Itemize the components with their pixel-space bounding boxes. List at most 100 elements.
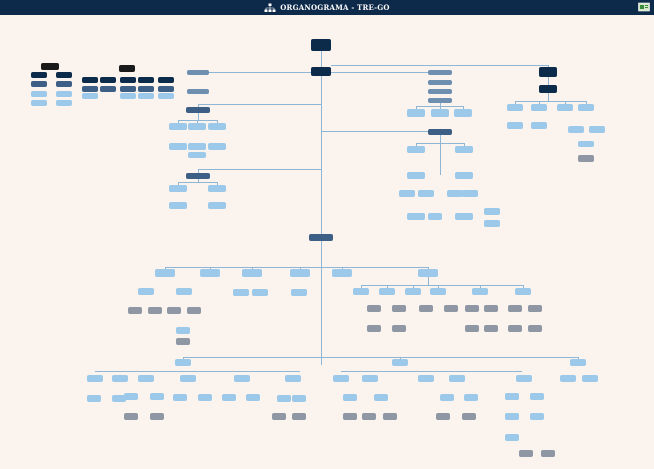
org-unit-box[interactable] xyxy=(56,91,72,97)
org-unit-box[interactable] xyxy=(188,123,206,130)
org-unit-box[interactable] xyxy=(455,146,473,153)
org-unit-box[interactable] xyxy=(292,395,306,402)
org-unit-box[interactable] xyxy=(128,307,142,314)
org-unit-box[interactable] xyxy=(176,327,190,334)
org-unit-box[interactable] xyxy=(508,305,522,312)
org-unit-box[interactable] xyxy=(505,413,519,420)
org-unit-box[interactable] xyxy=(169,185,187,192)
org-unit-box[interactable] xyxy=(169,143,187,150)
org-unit-box[interactable] xyxy=(150,413,164,420)
org-unit-box[interactable] xyxy=(234,375,250,382)
org-unit-box[interactable] xyxy=(124,393,138,400)
org-unit-box[interactable] xyxy=(392,305,406,312)
org-unit-box[interactable] xyxy=(198,394,212,401)
org-unit-box[interactable] xyxy=(208,123,226,130)
org-unit-box[interactable] xyxy=(539,67,557,77)
org-unit-box[interactable] xyxy=(367,305,381,312)
org-unit-box[interactable] xyxy=(449,375,465,382)
org-unit-box[interactable] xyxy=(31,72,47,78)
org-unit-box[interactable] xyxy=(484,305,498,312)
org-unit-box[interactable] xyxy=(392,359,408,366)
org-unit-box[interactable] xyxy=(176,288,192,295)
org-unit-box[interactable] xyxy=(405,288,421,295)
org-unit-box[interactable] xyxy=(138,288,154,295)
org-unit-box[interactable] xyxy=(428,70,452,75)
org-unit-box[interactable] xyxy=(505,393,519,400)
org-unit-box[interactable] xyxy=(82,77,98,83)
org-unit-box[interactable] xyxy=(175,359,191,366)
org-unit-box[interactable] xyxy=(418,190,434,197)
org-unit-box[interactable] xyxy=(120,86,136,92)
org-unit-box[interactable] xyxy=(353,288,369,295)
org-unit-box[interactable] xyxy=(208,143,226,150)
org-unit-box[interactable] xyxy=(407,213,425,220)
org-unit-box[interactable] xyxy=(155,269,175,277)
org-unit-box[interactable] xyxy=(507,104,523,111)
org-unit-box[interactable] xyxy=(428,80,452,85)
org-unit-box[interactable] xyxy=(541,450,555,457)
org-unit-box[interactable] xyxy=(343,394,357,401)
root-unit-box[interactable] xyxy=(311,39,331,51)
org-unit-box[interactable] xyxy=(56,72,72,78)
org-unit-box[interactable] xyxy=(188,152,206,158)
org-unit-box[interactable] xyxy=(539,85,557,93)
org-unit-box[interactable] xyxy=(531,122,547,129)
org-unit-box[interactable] xyxy=(530,393,544,400)
org-unit-box[interactable] xyxy=(530,413,544,420)
org-unit-box[interactable] xyxy=(464,394,478,401)
org-unit-box[interactable] xyxy=(508,325,522,332)
org-unit-box[interactable] xyxy=(56,100,72,106)
org-unit-box[interactable] xyxy=(454,109,472,117)
org-unit-box[interactable] xyxy=(444,305,458,312)
org-unit-box[interactable] xyxy=(515,288,531,295)
org-unit-box[interactable] xyxy=(428,213,442,220)
org-unit-box[interactable] xyxy=(87,395,101,402)
org-unit-box[interactable] xyxy=(528,305,542,312)
org-unit-box[interactable] xyxy=(87,375,103,382)
org-unit-box[interactable] xyxy=(484,325,498,332)
panel-icon[interactable] xyxy=(638,2,650,12)
org-unit-box[interactable] xyxy=(112,395,126,402)
org-unit-box[interactable] xyxy=(138,77,154,83)
org-unit-box[interactable] xyxy=(82,86,98,92)
org-unit-box[interactable] xyxy=(292,413,306,420)
org-unit-box[interactable] xyxy=(112,375,128,382)
org-unit-box[interactable] xyxy=(169,202,187,209)
org-unit-box[interactable] xyxy=(148,307,162,314)
org-unit-box[interactable] xyxy=(285,375,301,382)
org-unit-box[interactable] xyxy=(430,288,446,295)
org-unit-box[interactable] xyxy=(557,104,573,111)
org-unit-box[interactable] xyxy=(428,98,452,103)
org-unit-box[interactable] xyxy=(484,208,500,215)
org-unit-box[interactable] xyxy=(436,413,450,420)
org-unit-box[interactable] xyxy=(465,325,479,332)
org-unit-box[interactable] xyxy=(31,81,47,87)
org-unit-box[interactable] xyxy=(455,172,473,179)
org-unit-box[interactable] xyxy=(462,190,478,197)
org-unit-box[interactable] xyxy=(208,185,226,192)
org-unit-box[interactable] xyxy=(418,269,438,277)
org-unit-box[interactable] xyxy=(560,375,576,382)
org-unit-box[interactable] xyxy=(333,375,349,382)
org-unit-box[interactable] xyxy=(167,307,181,314)
org-unit-box[interactable] xyxy=(383,413,397,420)
org-unit-box[interactable] xyxy=(246,394,260,401)
org-unit-box[interactable] xyxy=(484,220,500,227)
org-unit-box[interactable] xyxy=(462,413,476,420)
org-unit-box[interactable] xyxy=(407,146,425,153)
org-unit-box[interactable] xyxy=(186,107,210,113)
org-unit-box[interactable] xyxy=(290,269,310,277)
org-unit-box[interactable] xyxy=(516,375,532,382)
org-unit-box[interactable] xyxy=(187,70,209,75)
org-unit-box[interactable] xyxy=(428,129,452,135)
org-unit-box[interactable] xyxy=(120,77,136,83)
org-unit-box[interactable] xyxy=(31,100,47,106)
org-unit-box[interactable] xyxy=(418,375,434,382)
org-unit-box[interactable] xyxy=(440,394,454,401)
org-unit-box[interactable] xyxy=(362,375,378,382)
org-unit-box[interactable] xyxy=(332,269,352,277)
org-unit-box[interactable] xyxy=(399,190,415,197)
org-unit-box[interactable] xyxy=(208,202,226,209)
org-unit-box[interactable] xyxy=(531,104,547,111)
org-unit-box[interactable] xyxy=(568,126,584,133)
